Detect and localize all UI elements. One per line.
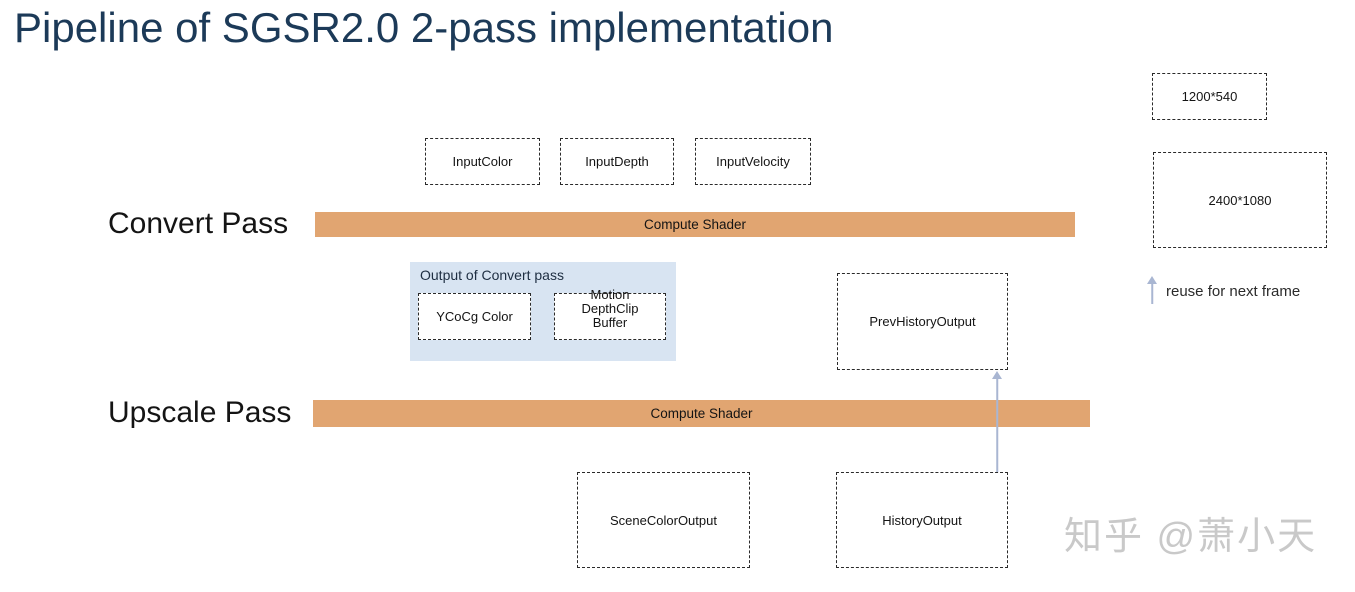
watermark: 知乎 @萧小天 bbox=[1064, 516, 1318, 558]
history-feedback-arrow bbox=[992, 371, 1002, 472]
convert-pass-shader-bar: Compute Shader bbox=[315, 212, 1075, 237]
page-title: Pipeline of SGSR2.0 2-pass implementatio… bbox=[14, 4, 834, 51]
upscale-pass-label: Upscale Pass bbox=[108, 396, 292, 429]
input-velocity-box: InputVelocity bbox=[695, 138, 811, 185]
motion-depthclip-buffer-box: Motion DepthClip Buffer bbox=[554, 288, 666, 340]
ycocg-color-box: YCoCg Color bbox=[418, 293, 531, 340]
input-color-box: InputColor bbox=[425, 138, 540, 185]
reuse-arrow bbox=[1147, 276, 1157, 304]
arrow-up-icon bbox=[992, 371, 1002, 379]
resolution-low-box: 1200*540 bbox=[1152, 73, 1267, 120]
history-output-box: HistoryOutput bbox=[836, 472, 1008, 568]
prev-history-output-box: PrevHistoryOutput bbox=[837, 273, 1008, 370]
scene-color-output-box: SceneColorOutput bbox=[577, 472, 750, 568]
convert-pass-label: Convert Pass bbox=[108, 207, 289, 240]
reuse-note-label: reuse for next frame bbox=[1166, 283, 1301, 300]
convert-shader-label: Compute Shader bbox=[643, 217, 747, 232]
resolution-high-box: 2400*1080 bbox=[1153, 152, 1327, 248]
upscale-pass-shader-bar: Compute Shader bbox=[313, 400, 1090, 427]
input-depth-box: InputDepth bbox=[560, 138, 674, 185]
upscale-shader-label: Compute Shader bbox=[650, 406, 753, 421]
arrow-up-icon bbox=[1147, 276, 1157, 284]
motion-depthclip-buffer-label: Motion DepthClip Buffer bbox=[581, 287, 639, 330]
convert-output-panel-title: Output of Convert pass bbox=[420, 267, 564, 283]
